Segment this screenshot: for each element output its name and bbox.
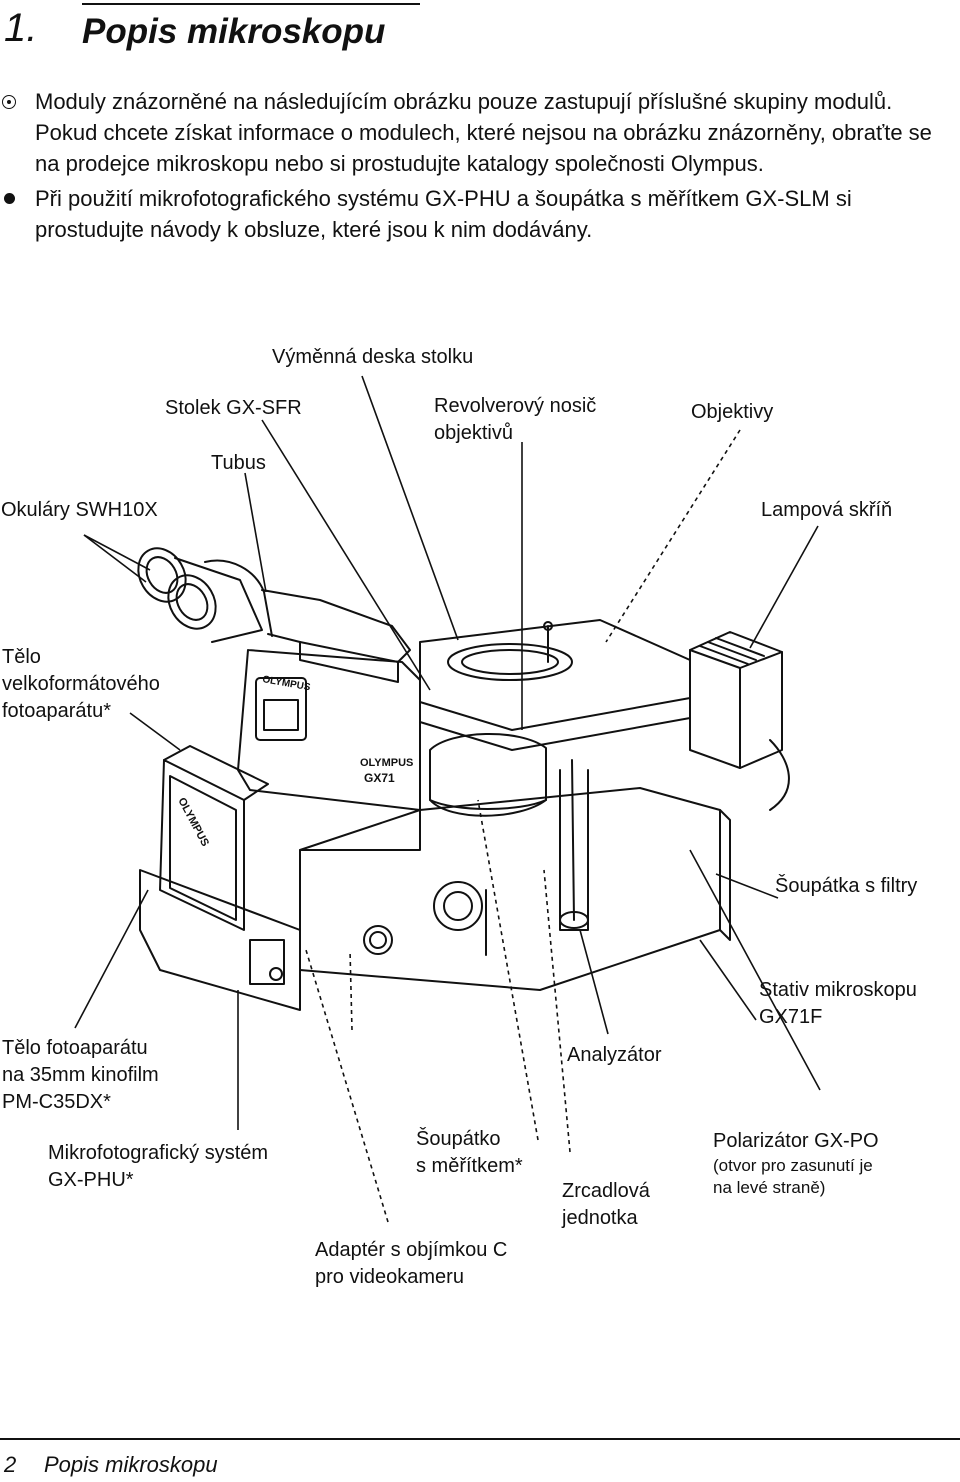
lamp-housing-drawing: [689, 631, 790, 811]
eyepiece-drawing: [137, 547, 273, 643]
label-analyzer: Analyzátor: [567, 1044, 662, 1066]
dashed-leader-lines: [305, 429, 741, 1223]
label-camera35-line2: na 35mm kinofilm: [2, 1064, 159, 1086]
note-item: Moduly znázorněné na následujícím obrázk…: [0, 86, 960, 179]
label-camera35: Tělo fotoaparátu na 35mm kinofilm PM-C35…: [2, 1035, 159, 1116]
label-camera35-line3: PM-C35DX*: [2, 1091, 111, 1113]
label-camera35-line1: Tělo fotoaparátu: [2, 1037, 148, 1059]
label-nosepiece-line2: objektivů: [434, 422, 513, 444]
label-stage-plate: Výměnná deska stolku: [272, 346, 474, 368]
label-eyepieces: Okuláry SWH10X: [1, 499, 158, 521]
footer-rule: [0, 1438, 960, 1440]
label-large-camera-line2: velkoformátového: [2, 673, 160, 695]
label-nosepiece-line1: Revolverový nosič: [434, 395, 597, 417]
note-text: Moduly znázorněné na následujícím obrázk…: [35, 89, 932, 176]
label-photo-system: Mikrofotografický systém GX-PHU*: [48, 1140, 268, 1194]
tube-drawing: [261, 589, 411, 663]
label-polarizer-line2: (otvor pro zasunutí je: [713, 1156, 873, 1175]
page-number: 2: [4, 1452, 17, 1477]
heading-rule: [82, 3, 420, 5]
circle-dot-icon: [2, 95, 16, 109]
chapter-heading: 1. Popis mikroskopu: [0, 0, 420, 52]
label-large-camera-line3: fotoaparátu*: [2, 700, 111, 722]
footer-title: Popis mikroskopu: [44, 1452, 218, 1477]
label-photo-system-line2: GX-PHU*: [48, 1169, 134, 1191]
label-scale-slider-line2: s měřítkem*: [416, 1155, 523, 1177]
label-video-adapter-line2: pro videokameru: [315, 1266, 464, 1288]
leader-lines: [74, 375, 821, 1130]
note-item: Při použití mikrofotografického systému …: [0, 183, 960, 245]
label-mirror-unit: Zrcadlová jednotka: [562, 1178, 650, 1232]
large-camera-drawing: [159, 745, 269, 931]
label-nosepiece: Revolverový nosič objektivů: [434, 393, 596, 447]
label-scale-slider-line1: Šoupátko: [416, 1128, 501, 1150]
label-polarizer: Polarizátor GX-PO (otvor pro zasunutí je…: [713, 1128, 879, 1199]
label-tube: Tubus: [211, 452, 266, 474]
microscope-figure: OLYMPUS OLYMPUS GX71 OLYMPUS Výměnná des…: [0, 330, 960, 1430]
note-text: Při použití mikrofotografického systému …: [35, 186, 852, 242]
label-objectives: Objektivy: [691, 401, 774, 423]
label-polarizer-line3: na levé straně): [713, 1178, 826, 1197]
frame-drawing: [299, 787, 721, 991]
brand-mark-3: OLYMPUS: [175, 796, 211, 849]
label-stage: Stolek GX-SFR: [165, 397, 302, 419]
label-photo-system-line1: Mikrofotografický systém: [48, 1142, 269, 1164]
notes-list: Moduly znázorněné na následujícím obrázk…: [0, 86, 960, 245]
label-polarizer-line1: Polarizátor GX-PO: [713, 1130, 879, 1152]
label-video-adapter-line1: Adaptér s objímkou C: [315, 1239, 508, 1261]
model-mark: GX71: [364, 771, 395, 785]
label-mirror-unit-line1: Zrcadlová: [562, 1180, 650, 1202]
analyzer-drawing: [571, 759, 575, 921]
bullet-dot-icon: [4, 193, 15, 204]
label-filter-sliders: Šoupátka s filtry: [775, 875, 918, 897]
label-large-camera: Tělo velkoformátového fotoaparátu*: [2, 644, 160, 725]
label-video-adapter: Adaptér s objímkou C pro videokameru: [315, 1237, 507, 1291]
brand-mark-2: OLYMPUS: [360, 757, 413, 769]
chapter-title: Popis mikroskopu: [82, 12, 386, 51]
microscope-drawing: OLYMPUS OLYMPUS GX71 OLYMPUS: [74, 375, 821, 1223]
camera35-drawing: [139, 869, 301, 1011]
label-lamp-housing: Lampová skříň: [761, 499, 893, 521]
chapter-number: 1.: [4, 6, 38, 50]
label-mirror-unit-line2: jednotka: [562, 1207, 638, 1229]
label-frame: Stativ mikroskopu GX71F: [759, 977, 917, 1031]
label-large-camera-line1: Tělo: [2, 646, 41, 668]
label-scale-slider: Šoupátko s měřítkem*: [416, 1126, 523, 1180]
label-frame-line1: Stativ mikroskopu: [759, 979, 917, 1001]
label-frame-line2: GX71F: [759, 1006, 823, 1028]
